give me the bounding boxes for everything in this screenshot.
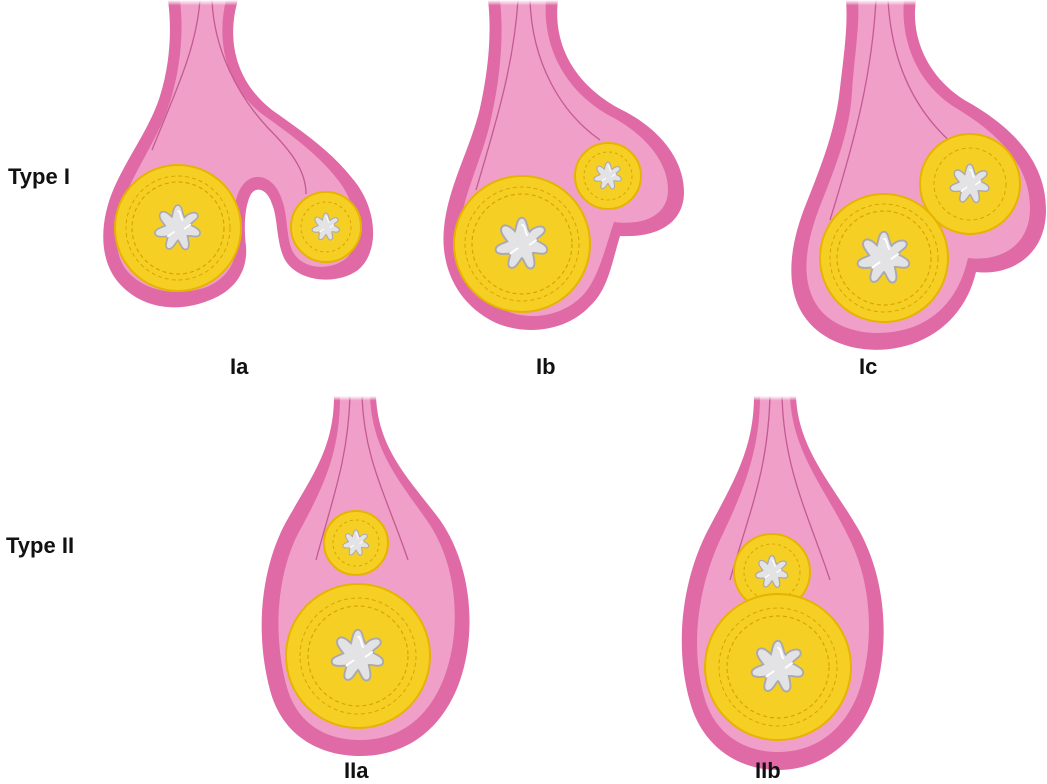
variant-ic: Ic xyxy=(790,0,1047,379)
cyst-icon xyxy=(324,511,388,575)
variant-ib: Ib xyxy=(430,0,700,379)
caption-iib: IIb xyxy=(755,758,781,783)
variant-ia: Ia xyxy=(100,0,390,379)
cyst-icon xyxy=(820,194,948,322)
cyst-icon xyxy=(575,143,641,209)
cyst-icon xyxy=(115,165,241,291)
cyst-icon xyxy=(291,192,361,262)
cyst-icon xyxy=(286,584,430,728)
cyst-icon xyxy=(454,176,590,312)
caption-ic: Ic xyxy=(859,354,877,379)
caption-ia: Ia xyxy=(230,354,249,379)
row-label-type-i: Type I xyxy=(8,164,70,189)
caption-ib: Ib xyxy=(536,354,556,379)
row-label-type-ii: Type II xyxy=(6,533,74,558)
variant-iib: IIb xyxy=(670,396,910,783)
cyst-icon xyxy=(705,594,851,740)
caption-iia: IIa xyxy=(344,758,369,783)
variant-iia: IIa xyxy=(250,396,490,783)
